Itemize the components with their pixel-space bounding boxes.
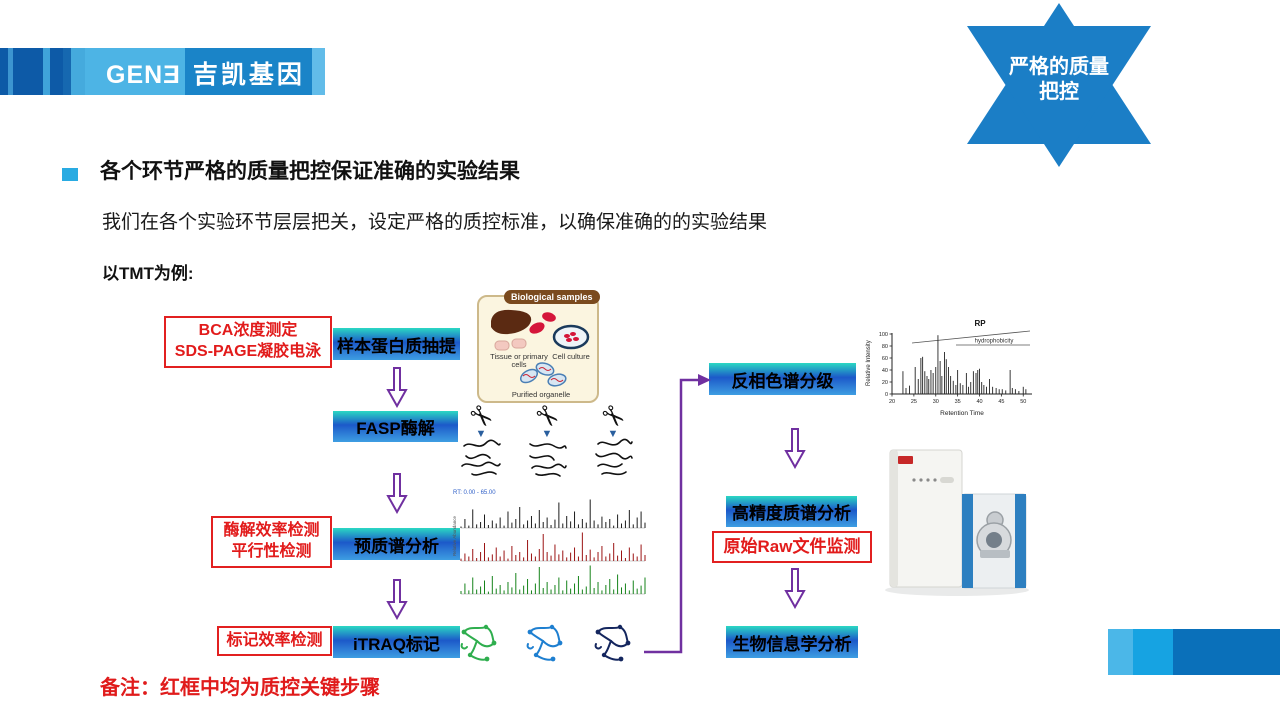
peptide-cluster-blue xyxy=(526,624,563,662)
peptide-squiggle-icon xyxy=(529,442,567,477)
cell-culture-label: Cell culture xyxy=(552,352,590,361)
svg-text:35: 35 xyxy=(955,399,961,405)
header-bar-stripe xyxy=(13,48,43,95)
svg-text:40: 40 xyxy=(882,368,888,374)
scissors-icon: ✂ xyxy=(528,397,567,436)
header-bar-stripe xyxy=(0,48,8,95)
company-logo: GENƎ 吉凯基因 xyxy=(106,55,305,91)
rp-ylabel: Relative Intensity xyxy=(866,340,872,386)
svg-text:25: 25 xyxy=(911,399,917,405)
step-bioinformatics: 生物信息学分析 xyxy=(726,626,858,658)
tissue-label-line1: Tissue or primary xyxy=(490,352,548,361)
step-fasp-digestion: FASP酶解 xyxy=(333,411,458,442)
prems-header: RT: 0.00 - 65.00 xyxy=(453,490,496,496)
svg-text:30: 30 xyxy=(933,399,939,405)
scissors-icon: ✂ xyxy=(594,397,633,436)
pre-ms-chromatogram: RT: 0.00 - 65.00 Relative Abundance xyxy=(452,490,646,595)
qc-box-bca-line1: BCA浓度测定 xyxy=(198,322,298,340)
red-cell-icon xyxy=(542,312,556,322)
header-bar-stripe xyxy=(185,48,312,95)
red-cell-icon xyxy=(529,322,545,334)
header-bar-stripe xyxy=(50,48,63,95)
qc-box-raw-file: 原始Raw文件监测 xyxy=(712,531,872,563)
step-rp-fractionation: 反相色谱分级 xyxy=(709,363,856,395)
logo-latin: GENƎ xyxy=(106,61,181,89)
scissors-icon: ✂ xyxy=(462,397,501,436)
footnote-text: 备注：红框中均为质控关键步骤 xyxy=(100,677,380,699)
svg-text:40: 40 xyxy=(976,399,982,405)
tissue-cell-icon xyxy=(494,340,510,351)
header-bar-stripe xyxy=(63,48,71,95)
svg-text:80: 80 xyxy=(882,344,888,350)
prems-ylabel: Relative Abundance xyxy=(452,515,457,556)
qc-box-digest-line1: 酶解效率检测 xyxy=(223,522,320,540)
down-arrow-icon xyxy=(386,579,408,620)
svg-text:60: 60 xyxy=(882,356,888,362)
down-arrow-icon xyxy=(386,367,408,408)
small-down-arrow-icon: ▼ xyxy=(607,428,619,440)
svg-text:100: 100 xyxy=(879,332,888,338)
qc-box-bca-line2: SDS-PAGE凝胶电泳 xyxy=(174,343,322,360)
header-bar-stripe xyxy=(85,48,185,95)
hydrophobicity-label: hydrophobicity xyxy=(975,339,1014,345)
star-badge-line2: 把控 xyxy=(1039,81,1079,103)
header-bar xyxy=(0,48,325,95)
organelle-label: Purified organelle xyxy=(512,390,570,399)
step-protein-extraction: 样本蛋白质抽提 xyxy=(333,328,460,360)
header-bar-stripe xyxy=(43,48,50,95)
example-label: 以TMT为例: xyxy=(102,264,194,283)
qc-box-bca: BCA浓度测定 SDS-PAGE凝胶电泳 xyxy=(164,316,332,368)
heading-bullet xyxy=(62,168,78,181)
peptide-cluster-green xyxy=(460,624,497,662)
tissue-label-line2: cells xyxy=(511,360,526,369)
step-pre-ms-analysis: 预质谱分析 xyxy=(333,528,460,560)
peptide-squiggle-icon xyxy=(595,438,633,475)
star-badge-line1: 严格的质量 xyxy=(1009,56,1109,78)
elbow-connector-arrow xyxy=(644,374,711,654)
labeled-peptide-clusters xyxy=(460,624,631,662)
biological-samples-title: Biological samples xyxy=(504,290,600,304)
svg-text:20: 20 xyxy=(882,380,888,386)
logo-chinese: 吉凯基因 xyxy=(192,61,305,89)
svg-text:0: 0 xyxy=(885,392,888,398)
peptide-cluster-navy xyxy=(594,624,631,662)
cell-culture-dish-icon xyxy=(552,324,590,350)
header-bar-stripe xyxy=(71,48,85,95)
svg-text:20: 20 xyxy=(889,399,895,405)
tissue-cell-icon xyxy=(511,338,527,349)
svg-text:50: 50 xyxy=(1020,399,1026,405)
down-arrow-icon xyxy=(386,473,408,514)
liver-icon xyxy=(491,309,532,335)
down-arrow-icon xyxy=(784,568,806,609)
small-down-arrow-icon: ▼ xyxy=(541,428,553,440)
rp-chart-title: RP xyxy=(974,319,986,328)
rp-xlabel: Retention Time xyxy=(940,410,984,417)
step-itraq-labeling: iTRAQ标记 xyxy=(333,626,460,658)
page-title: 各个环节严格的质量把控保证准确的实验结果 xyxy=(100,160,520,183)
star-badge-text: 严格的质量 把控 xyxy=(953,55,1165,105)
bottom-right-deco-square xyxy=(1108,629,1133,675)
bottom-right-deco-bar xyxy=(1173,629,1280,675)
header-bar-stripe xyxy=(312,48,325,95)
rp-chromatogram-chart: RP hydrophobicity Relative Intensity Ret… xyxy=(866,319,1032,417)
svg-text:45: 45 xyxy=(998,399,1004,405)
small-down-arrow-icon: ▼ xyxy=(475,428,487,440)
instrument-logo-mark xyxy=(898,456,913,464)
rp-peaks xyxy=(902,335,1027,394)
star-badge-shape xyxy=(967,3,1151,167)
subtitle-text: 我们在各个实验环节层层把关，设定严格的质控标准，以确保准确的的实验结果 xyxy=(102,212,768,233)
qc-box-digest: 酶解效率检测 平行性检测 xyxy=(211,516,332,568)
qc-box-label-efficiency: 标记效率检测 xyxy=(217,626,332,656)
digestion-art: ✂ ▼ ✂ ▼ ✂ ▼ xyxy=(452,397,648,485)
qc-box-digest-line2: 平行性检测 xyxy=(231,543,312,560)
header-bar-stripe xyxy=(8,48,13,95)
down-arrow-icon xyxy=(784,428,806,469)
peptide-squiggle-icon xyxy=(461,439,501,476)
bottom-right-deco-square xyxy=(1133,629,1173,675)
step-high-precision-ms: 高精度质谱分析 xyxy=(726,496,857,527)
biological-samples-art: Tissue or primary cells Cell culture Pur… xyxy=(490,309,590,399)
mass-spectrometer-image xyxy=(885,449,1029,596)
hydrophobicity-wedge-line xyxy=(911,330,1031,344)
